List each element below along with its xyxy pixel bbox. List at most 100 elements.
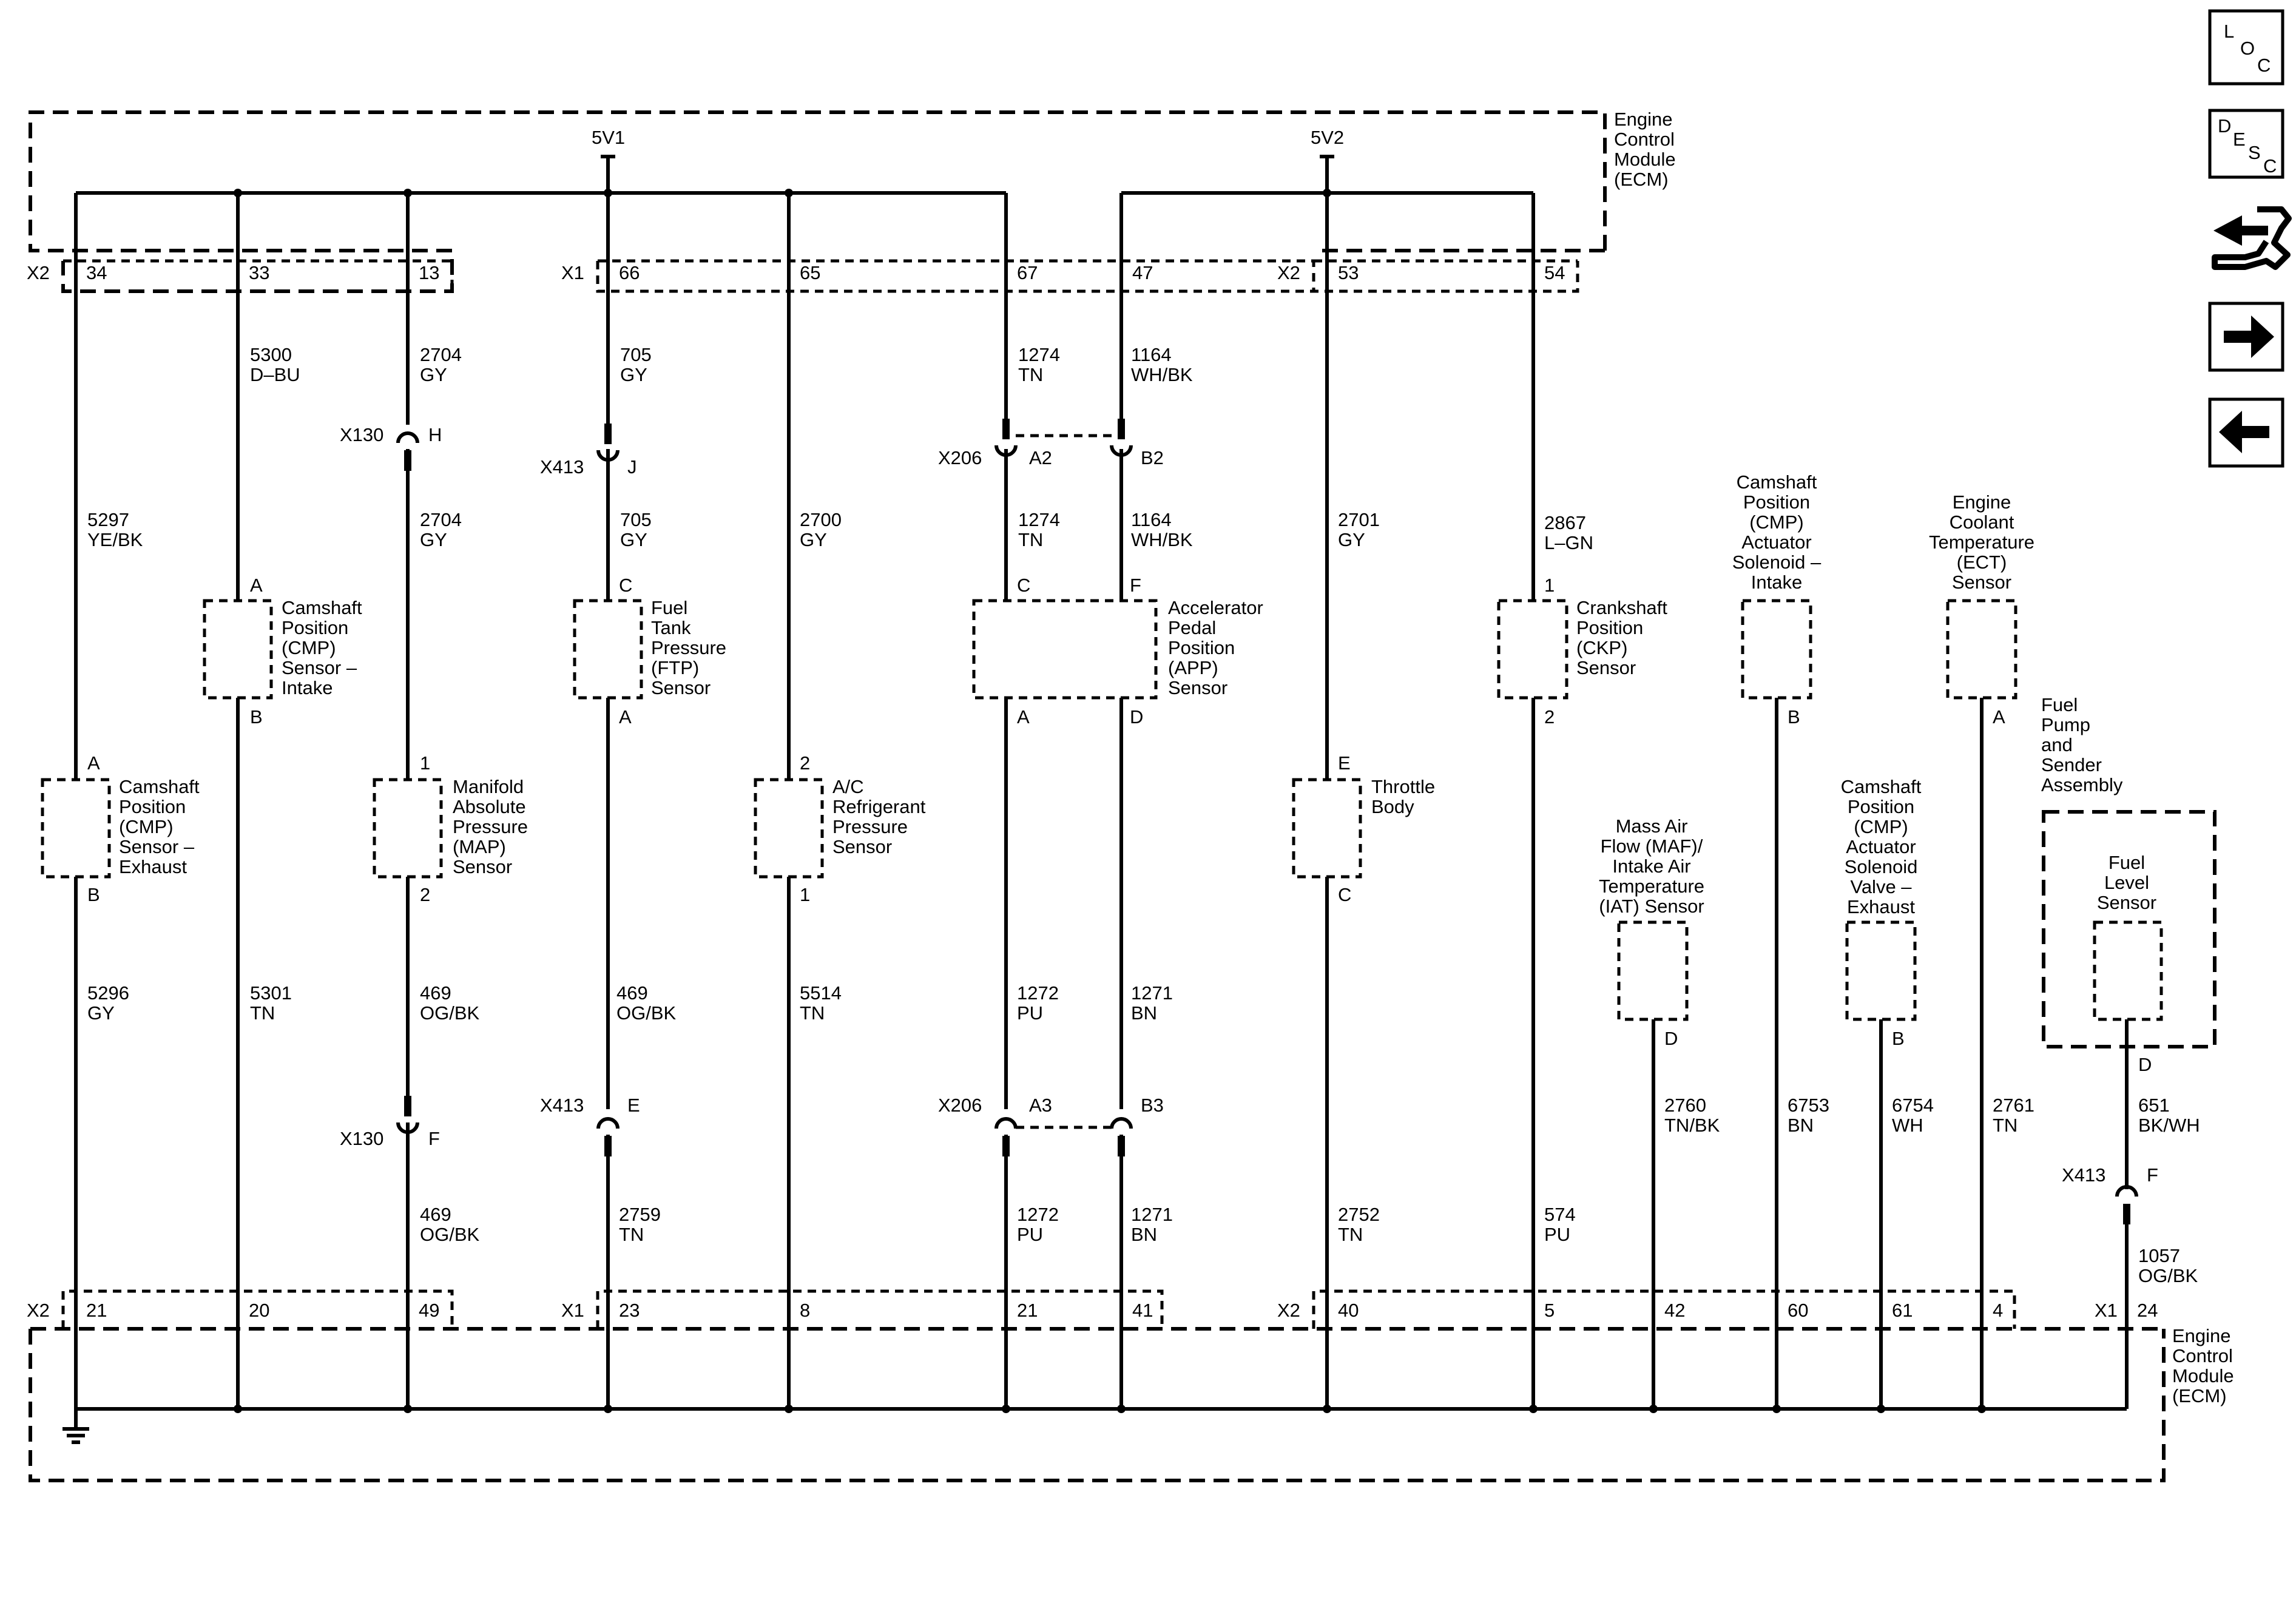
component-pin: A [1993,706,2005,727]
wire-label: OG/BK [420,1002,480,1024]
component-cmp-sensor-intake: A B Camshaft Position (CMP) Sensor – Int… [203,575,362,727]
wire-label: 2704 [420,509,462,530]
component-label: Position [282,617,348,638]
desc-button[interactable]: D E S C [2208,109,2284,179]
component-label: (FTP) [651,657,699,678]
top-connector-labels: X2 X1 X2 34 33 13 66 65 67 47 53 54 [27,262,1565,283]
component-pin: 2 [1544,706,1555,727]
component-ac-pressure-sensor: 2 1 A/C Refrigerant Pressure Sensor [754,752,926,905]
ecm-top-label-l3: Module [1614,149,1676,170]
top-pin: 33 [249,262,269,283]
component-pin: B [87,884,100,905]
top-pin: 53 [1338,262,1359,283]
component-label: Pressure [453,816,528,837]
component-pin: B [1788,706,1800,727]
loc-letter: L [2224,21,2234,42]
wire-label: 2700 [800,509,842,530]
ecm-bottom-label-l3: Module [2172,1365,2234,1386]
wire-label: 2761 [1993,1095,2034,1116]
desc-letter: D [2218,115,2231,137]
bottom-conn-x2a: X2 [27,1300,50,1321]
component-ect-sensor: A Engine Coolant Temperature (ECT) Senso… [1929,491,2034,727]
component-label: (CKP) [1576,637,1627,658]
component-label: Fuel [2041,694,2078,715]
ecm-top-outline [29,110,1607,293]
component-label: Exhaust [1847,896,1915,917]
wire-label: BK/WH [2138,1115,2200,1136]
component-app-sensor: C F A D Accelerator Pedal Position (APP)… [972,575,1263,727]
top-conn-x2a: X2 [27,262,50,283]
component-pin: 1 [420,752,430,774]
loc-button[interactable]: L O C [2208,9,2284,86]
component-pin: A [250,575,263,596]
wire-label: TN [1993,1115,2017,1136]
wire-label: YE/BK [87,529,143,550]
arrow-left-button[interactable] [2208,397,2284,468]
bottom-pin: 8 [800,1300,810,1321]
component-label: Assembly [2041,774,2123,795]
internal-5v2-bus: 5V2 [1121,127,1533,197]
wire-label: OG/BK [2138,1265,2198,1286]
top-pin: 13 [419,262,439,283]
component-label: Body [1371,796,1414,817]
component-label: Temperature [1929,532,2034,553]
wire-label: D–BU [250,364,300,385]
component-cmp-actuator-exhaust: B Camshaft Position (CMP) Actuator Solen… [1841,776,1922,1049]
wire-label: 2701 [1338,509,1380,530]
bottom-pin: 41 [1132,1300,1153,1321]
wire-label: 1164 [1131,344,1172,365]
component-pin: 1 [800,884,810,905]
component-pin: B [1892,1028,1905,1049]
bottom-pin: 40 [1338,1300,1359,1321]
inline-connector-pin: A3 [1029,1095,1052,1116]
supply-5v2-label: 5V2 [1311,127,1344,148]
ecm-top-label-l2: Control [1614,129,1675,150]
component-label: Fuel [651,597,687,618]
arrow-left-icon [2219,411,2269,453]
component-label: Position [1848,796,1914,817]
wire-label: GY [420,364,447,385]
component-label: Sensor [832,836,892,857]
inline-connector-x206-bottom: X206 A3 B3 [938,1095,1164,1156]
component-label: Sensor [1168,677,1227,698]
component-label: Sender [2041,754,2102,775]
wire-label: 469 [420,982,451,1004]
component-label: Position [1743,491,1810,513]
wire-label: GY [1338,529,1365,550]
supply-5v1-label: 5V1 [592,127,625,148]
wire-label: 5300 [250,344,292,365]
connector-repair-icon[interactable] [2212,206,2292,270]
component-pin: F [1130,575,1141,596]
wire-label: 6754 [1892,1095,1934,1116]
component-label: Coolant [1950,511,2014,533]
wire-label: L–GN [1544,532,1593,553]
ecm-top-label: Engine Control Module (ECM) [1614,109,1676,190]
component-pin: C [619,575,632,596]
inline-connector-name: X130 [340,424,383,445]
wire-label: GY [800,529,827,550]
arrow-right-icon [2224,316,2274,358]
component-pin: C [1017,575,1030,596]
inline-connector-name: X413 [2062,1164,2105,1186]
component-label: Solenoid [1845,856,1918,877]
component-label: Valve – [1850,876,1912,897]
component-label: Actuator [1846,836,1916,857]
wire-label: PU [1017,1002,1043,1024]
component-label: Pressure [832,816,908,837]
inline-connector-x413-j: X413 J [540,424,637,478]
bottom-conn-x1b: X1 [2095,1300,2118,1321]
component-label: Pedal [1168,617,1216,638]
component-label: Sensor – [282,657,357,678]
bottom-pin: 20 [249,1300,269,1321]
bottom-conn-x2b: X2 [1277,1300,1300,1321]
component-label: A/C [832,776,864,797]
arrow-right-button[interactable] [2208,302,2284,372]
component-label: (ECT) [1957,552,2007,573]
inline-connector-pin: H [428,424,442,445]
component-label: Tank [651,617,691,638]
wire-label: TN [250,1002,275,1024]
desc-letter: C [2263,155,2277,177]
inline-connector-name: X206 [938,447,982,468]
wire-label: 1057 [2138,1245,2180,1266]
component-label: Camshaft [1737,471,1817,493]
